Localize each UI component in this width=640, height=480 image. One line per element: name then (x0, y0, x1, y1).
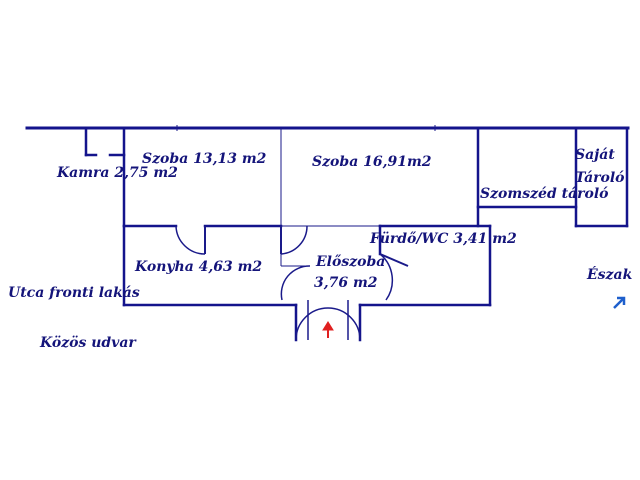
label-kozos-udvar: Közös udvar (40, 335, 136, 351)
furdo-door-arc (379, 253, 394, 301)
label-north: Észak (587, 267, 633, 283)
entrance-door-arc-right (327, 307, 361, 341)
north-arrow-icon (613, 296, 626, 309)
label-utca-fronti: Utca fronti lakás (8, 285, 140, 301)
eloszoba-door-arc (280, 225, 308, 255)
konyha-door-arc (175, 225, 206, 255)
room-label-kamra: Kamra 2,75 m2 (57, 165, 178, 181)
room-label-szomszed: Szomszéd tároló (480, 186, 609, 202)
room-label-furdo: Fürdő/WC 3,41 m2 (370, 231, 517, 247)
room-label-eloszoba-2: 3,76 m2 (314, 275, 378, 291)
room-label-eloszoba-1: Előszoba (316, 254, 386, 270)
eloszoba-inner-arc-left (280, 265, 311, 301)
entrance-door-arc-left (295, 307, 329, 341)
room-label-szoba-2: Szoba 16,91m2 (312, 154, 432, 170)
room-label-sajat-2: Tároló (575, 170, 625, 186)
entrance-arrow-icon (322, 321, 334, 338)
room-label-konyha: Konyha 4,63 m2 (135, 259, 263, 275)
room-label-sajat-1: Saját (575, 147, 615, 163)
room-label-szoba-1: Szoba 13,13 m2 (142, 151, 267, 167)
furdo-door-leaf (379, 253, 409, 267)
